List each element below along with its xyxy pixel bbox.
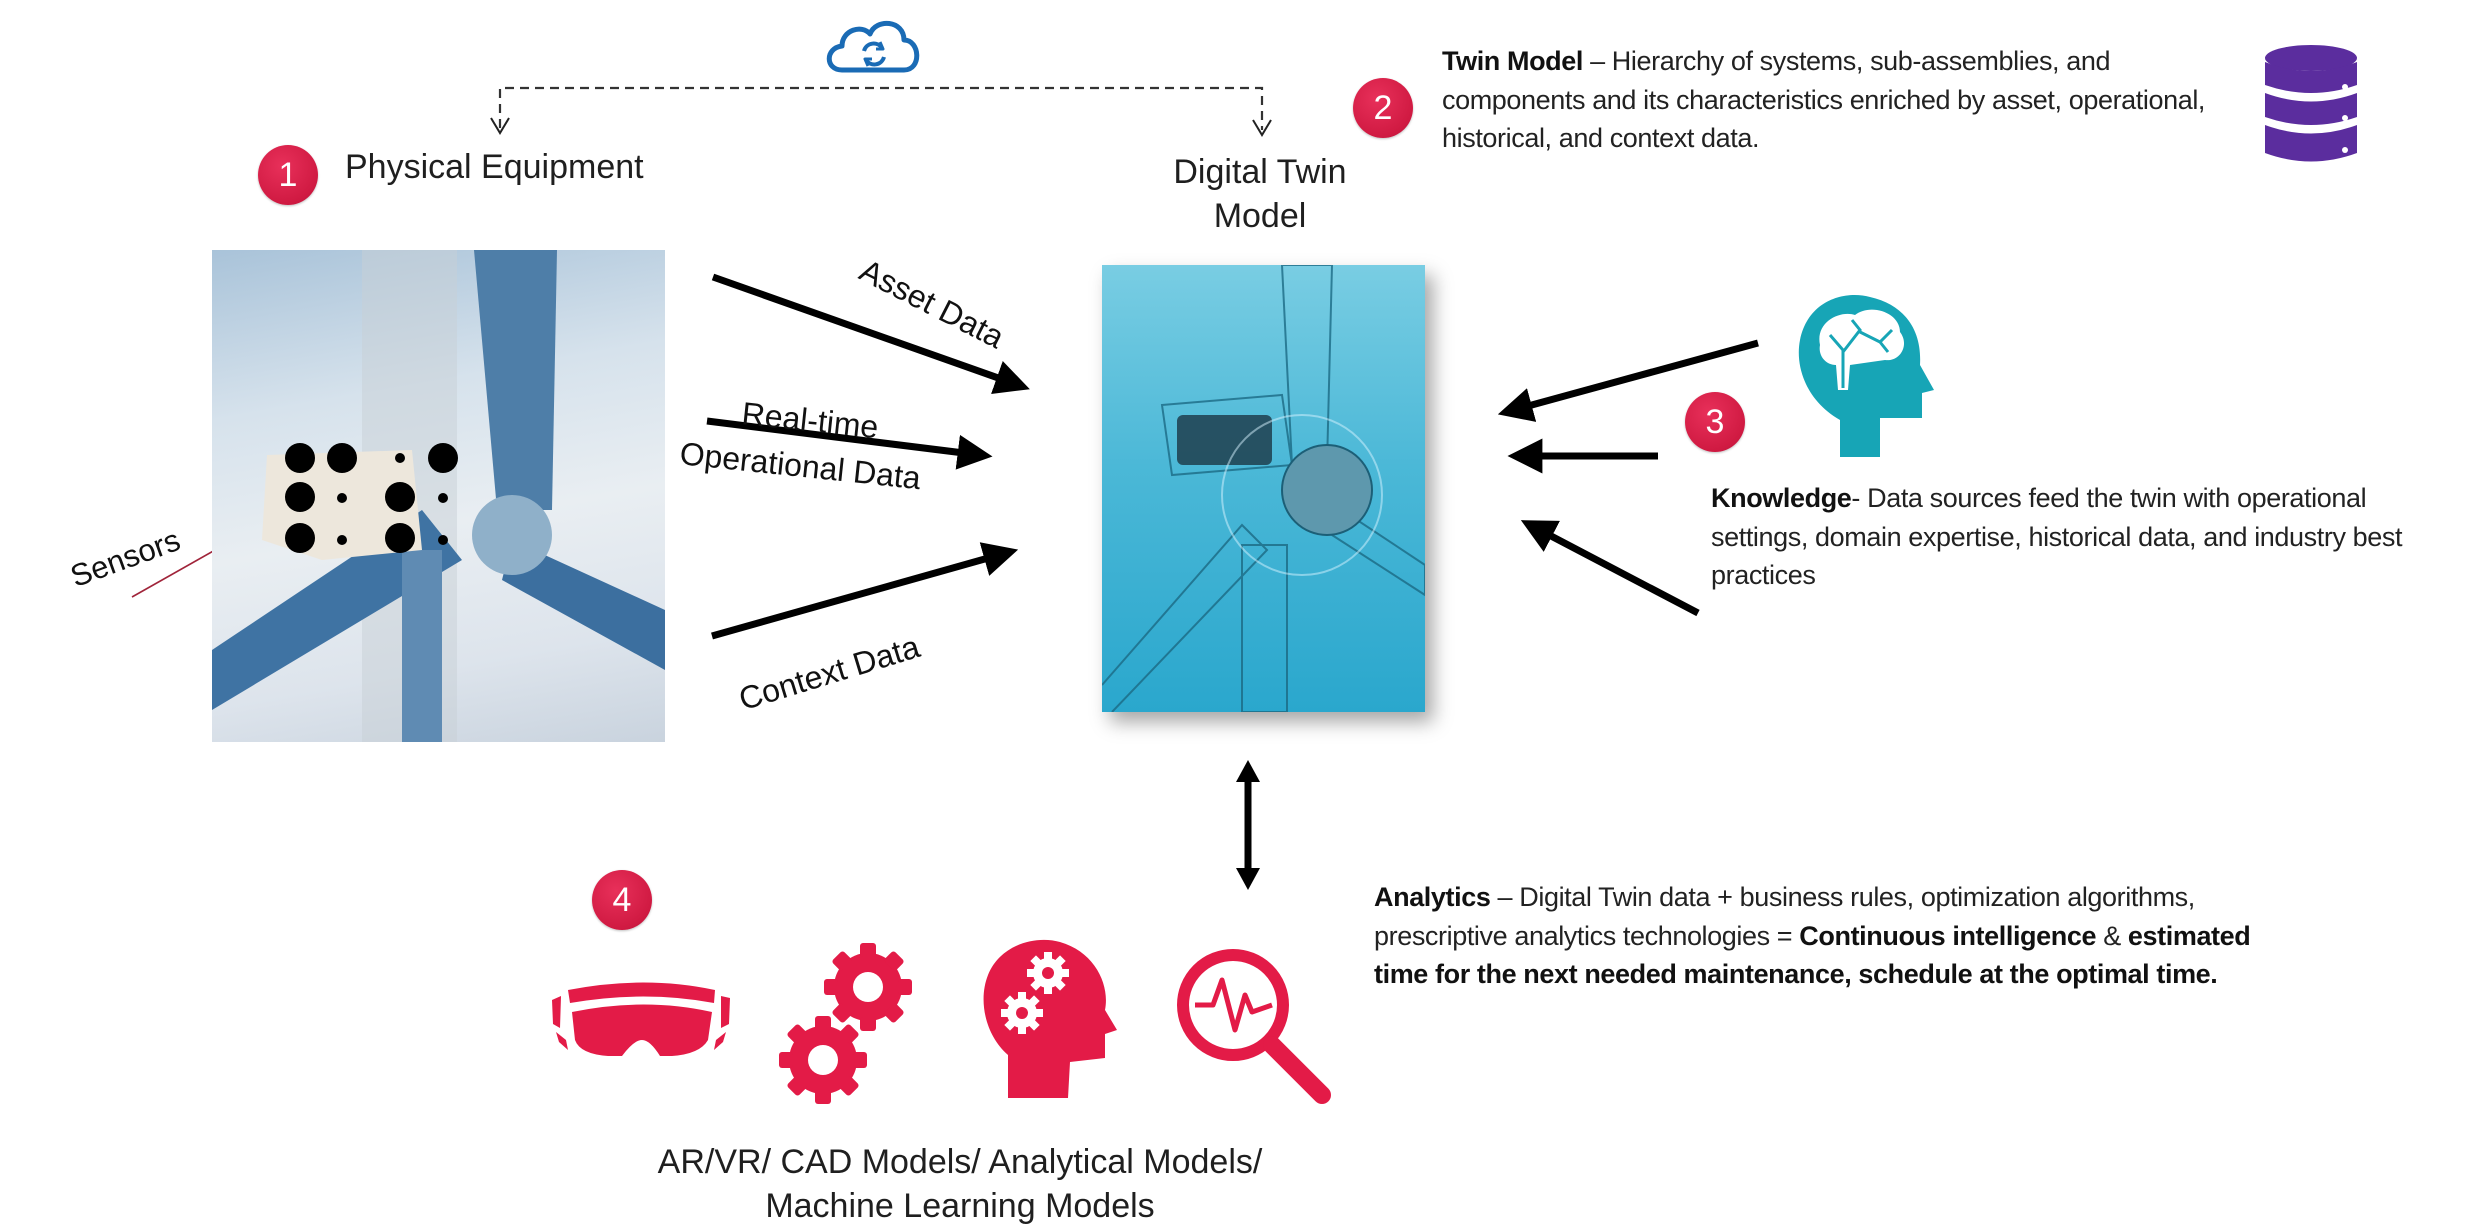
analytics-description: Analytics – Digital Twin data + business… xyxy=(1374,878,2254,994)
asset-data-arrow xyxy=(711,273,1030,395)
gears-icon xyxy=(779,943,912,1104)
twin-model-description: Twin Model – Hierarchy of systems, sub-a… xyxy=(1442,42,2222,158)
digital-twin-title-line2: Model xyxy=(1213,197,1307,235)
brain-head-icon xyxy=(1798,294,1934,457)
vr-goggles-icon xyxy=(552,982,730,1056)
models-caption: AR/VR/ CAD Models/ Analytical Models/ Ma… xyxy=(560,1140,1360,1228)
physical-equipment-title: Physical Equipment xyxy=(345,148,644,186)
cloud-sync-connector xyxy=(490,86,1272,137)
analytics-highlight-2: estimated time for the next needed maint… xyxy=(1374,920,2251,990)
digital-twin-title: Digital Twin Model xyxy=(1130,150,1390,238)
twin-model-text: – Hierarchy of systems, sub-assemblies, … xyxy=(1442,46,2206,153)
step-badge-3: 3 xyxy=(1685,392,1745,452)
realtime-data-arrow xyxy=(706,417,993,470)
step-badge-4: 4 xyxy=(592,870,652,930)
knowledge-text: - Data sources feed the twin with operat… xyxy=(1711,483,2403,590)
analytics-text: – Digital Twin data + business rules, op… xyxy=(1374,882,2195,951)
knowledge-arrow-bottom xyxy=(1520,520,1700,617)
analytics-highlight-1: Continuous intelligence xyxy=(1799,920,2097,951)
knowledge-description: Knowledge- Data sources feed the twin wi… xyxy=(1711,479,2411,595)
knowledge-heading: Knowledge xyxy=(1711,483,1852,513)
models-caption-line2: Machine Learning Models xyxy=(765,1187,1155,1225)
twin-analytics-double-arrow xyxy=(1236,760,1260,890)
context-data-arrow xyxy=(711,542,1019,640)
head-gears-icon xyxy=(983,939,1117,1098)
cloud-sync-icon xyxy=(826,20,920,73)
step-badge-2: 2 xyxy=(1353,78,1413,138)
digital-twin-wireframe xyxy=(1102,265,1425,712)
analytics-ampersand: & xyxy=(2096,920,2128,951)
digital-twin-title-line1: Digital Twin xyxy=(1173,153,1347,191)
analytics-heading: Analytics xyxy=(1374,882,1491,912)
database-icon xyxy=(2265,45,2357,162)
knowledge-arrow-top xyxy=(1497,339,1759,422)
magnifier-pulse-icon xyxy=(1177,949,1331,1104)
twin-model-heading: Twin Model xyxy=(1442,46,1583,76)
models-caption-line1: AR/VR/ CAD Models/ Analytical Models/ xyxy=(657,1143,1263,1181)
step-badge-1: 1 xyxy=(258,145,318,205)
wind-turbine-photo xyxy=(212,250,665,742)
